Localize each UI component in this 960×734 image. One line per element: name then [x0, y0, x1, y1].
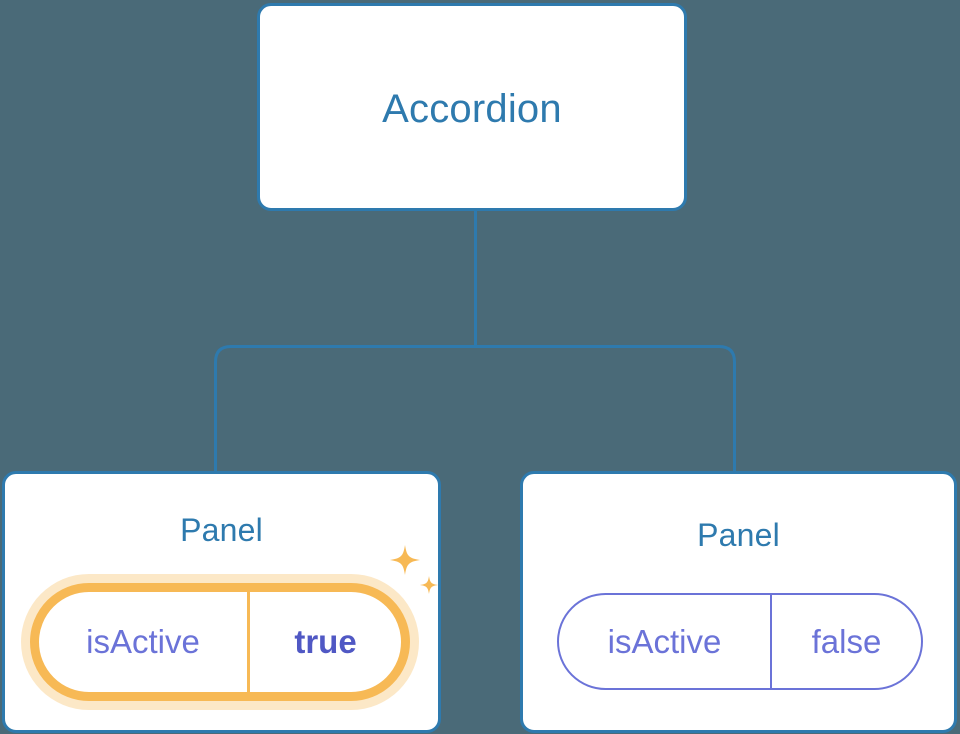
node-accordion-title: Accordion [382, 87, 562, 131]
edge-branch-to-panel-right [475, 345, 736, 472]
panel-left-prop-wrap: isActive true [30, 583, 410, 701]
prop-pill-divider [770, 595, 772, 688]
edge-branch-to-panel-left [214, 345, 476, 472]
node-panel-right-title: Panel [697, 517, 780, 553]
prop-pill-value: true [294, 623, 357, 660]
prop-pill-divider [247, 592, 250, 692]
node-panel-left-title: Panel [180, 512, 263, 548]
node-accordion[interactable]: Accordion [257, 3, 687, 211]
prop-pill-key: isActive [86, 623, 200, 660]
prop-pill-isactive-true[interactable]: isActive true [30, 583, 410, 701]
prop-pill-isactive-false[interactable]: isActive false [557, 593, 923, 690]
prop-pill-value: false [811, 622, 882, 660]
panel-right-prop-wrap: isActive false [557, 593, 923, 690]
prop-pill-key: isActive [607, 622, 722, 660]
